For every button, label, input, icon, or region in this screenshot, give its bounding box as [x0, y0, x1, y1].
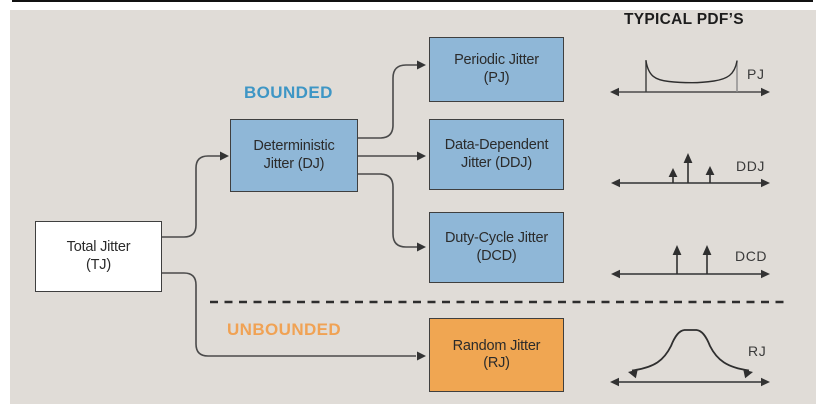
node-deterministic-jitter-line2: Jitter (DJ)	[263, 155, 325, 172]
top-rule-line	[12, 0, 813, 2]
pdf-label-pj: PJ	[747, 66, 765, 82]
node-duty-cycle-jitter-line1: Duty-Cycle Jitter	[445, 230, 548, 247]
node-periodic-jitter-line1: Periodic Jitter	[454, 52, 539, 69]
node-duty-cycle-jitter: Duty-Cycle Jitter (DCD)	[429, 212, 564, 283]
node-data-dependent-jitter-line2: Jitter (DDJ)	[461, 154, 532, 171]
node-total-jitter-line1: Total Jitter	[66, 239, 131, 256]
node-periodic-jitter-line2: (PJ)	[483, 69, 510, 86]
node-periodic-jitter: Periodic Jitter (PJ)	[429, 37, 564, 102]
node-random-jitter-line1: Random Jitter	[452, 337, 541, 354]
pdf-label-ddj: DDJ	[736, 158, 766, 174]
typical-pdfs-heading: TYPICAL PDF’S	[624, 11, 744, 28]
node-random-jitter: Random Jitter (RJ)	[429, 318, 564, 392]
node-deterministic-jitter: Deterministic Jitter (DJ)	[230, 119, 358, 192]
pdf-label-rj: RJ	[748, 343, 767, 359]
node-duty-cycle-jitter-line2: (DCD)	[476, 247, 517, 264]
node-total-jitter: Total Jitter (TJ)	[35, 221, 162, 292]
unbounded-zone-label: UNBOUNDED	[227, 320, 342, 339]
bounded-zone-label: BOUNDED	[244, 83, 333, 102]
node-deterministic-jitter-line1: Deterministic	[253, 138, 335, 155]
node-total-jitter-line2: (TJ)	[86, 256, 111, 273]
pdf-label-dcd: DCD	[735, 248, 768, 264]
node-random-jitter-line2: (RJ)	[483, 355, 510, 371]
node-data-dependent-jitter: Data-Dependent Jitter (DDJ)	[429, 119, 564, 190]
diagram-panel	[10, 10, 816, 404]
node-data-dependent-jitter-line1: Data-Dependent	[444, 137, 549, 154]
